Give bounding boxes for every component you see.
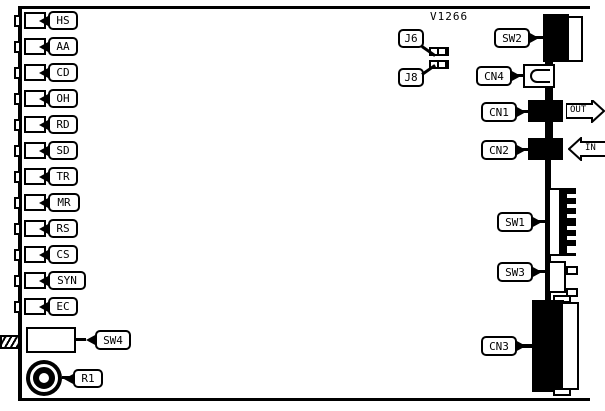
switch-sw1-stem <box>536 220 549 223</box>
arrow-out-label: OUT <box>570 105 587 115</box>
label-led-ec: EC <box>48 297 78 316</box>
label-cn1: CN1 <box>481 102 517 122</box>
connector-cn3-body[interactable] <box>532 300 564 392</box>
led-tab-icon <box>14 41 21 53</box>
connector-cn3-shell <box>563 302 579 390</box>
arrow-out: OUT <box>565 97 605 126</box>
label-led-rs: RS <box>48 219 78 238</box>
switch-sw3-stem <box>536 270 549 273</box>
board-trace <box>545 122 553 138</box>
label-led-syn: SYN <box>48 271 86 290</box>
jumper-j6-pins[interactable] <box>429 47 449 56</box>
label-led-sd: SD <box>48 141 78 160</box>
switch-sw3-lever[interactable] <box>566 288 578 297</box>
label-j8: J8 <box>398 64 436 87</box>
switch-sw3-body[interactable] <box>548 261 566 293</box>
led-tab-icon <box>14 301 21 313</box>
board-title: V1266 <box>430 10 469 23</box>
connector-cn4-slot-icon <box>530 69 550 83</box>
switch-sw2-bracket <box>569 16 583 62</box>
led-tab-icon <box>14 15 21 27</box>
dip-segment[interactable] <box>567 204 576 208</box>
connector-cn3-stem <box>520 344 533 348</box>
arrow-in-label: IN <box>585 143 596 153</box>
label-led-mr: MR <box>48 193 80 212</box>
label-sw1: SW1 <box>497 212 533 232</box>
switch-sw3-lever[interactable] <box>566 266 578 275</box>
switch-sw4-stem <box>76 338 86 341</box>
led-tab-icon <box>14 275 21 287</box>
led-tab-icon <box>14 223 21 235</box>
label-led-hs: HS <box>48 11 78 30</box>
switch-sw4-body[interactable] <box>26 327 76 353</box>
connector-cn1-body[interactable] <box>528 100 563 122</box>
led-tab-icon <box>14 249 21 261</box>
led-tab-icon <box>14 119 21 131</box>
pot-hub-icon <box>39 373 49 383</box>
switch-sw1-bank[interactable] <box>559 188 576 256</box>
label-r1: R1 <box>73 369 103 388</box>
label-cn2: CN2 <box>481 140 517 160</box>
dip-segment[interactable] <box>567 236 576 240</box>
led-tab-icon <box>14 145 21 157</box>
led-tab-icon <box>14 197 21 209</box>
connector-cn3-tab <box>553 388 571 396</box>
label-sw2: SW2 <box>494 28 530 48</box>
label-led-tr: TR <box>48 167 78 186</box>
edge-bracket-hatch <box>0 335 20 349</box>
dip-segment[interactable] <box>567 214 576 218</box>
arrow-out-icon <box>565 97 605 125</box>
board-trace <box>545 88 553 100</box>
label-j6: J6 <box>398 29 436 57</box>
switch-sw2-body[interactable] <box>543 14 569 62</box>
label-led-oh: OH <box>48 89 78 108</box>
arrow-in: IN <box>567 135 605 164</box>
label-cn4: CN4 <box>476 66 512 86</box>
arrow-in-icon <box>567 135 605 163</box>
label-sw3: SW3 <box>497 262 533 282</box>
dip-segment[interactable] <box>567 226 576 230</box>
connector-cn2-body[interactable] <box>528 138 563 160</box>
label-sw4: SW4 <box>95 330 131 350</box>
dip-segment[interactable] <box>567 246 576 253</box>
led-tab-icon <box>14 67 21 79</box>
label-led-cd: CD <box>48 63 78 82</box>
board-trace <box>545 160 551 190</box>
potentiometer-r1-body[interactable] <box>26 360 62 396</box>
label-cn3: CN3 <box>481 336 517 356</box>
dip-segment[interactable] <box>567 194 576 198</box>
label-led-rd: RD <box>48 115 78 134</box>
led-tab-icon <box>14 171 21 183</box>
label-led-cs: CS <box>48 245 78 264</box>
label-led-aa: AA <box>48 37 78 56</box>
led-tab-icon <box>14 93 21 105</box>
